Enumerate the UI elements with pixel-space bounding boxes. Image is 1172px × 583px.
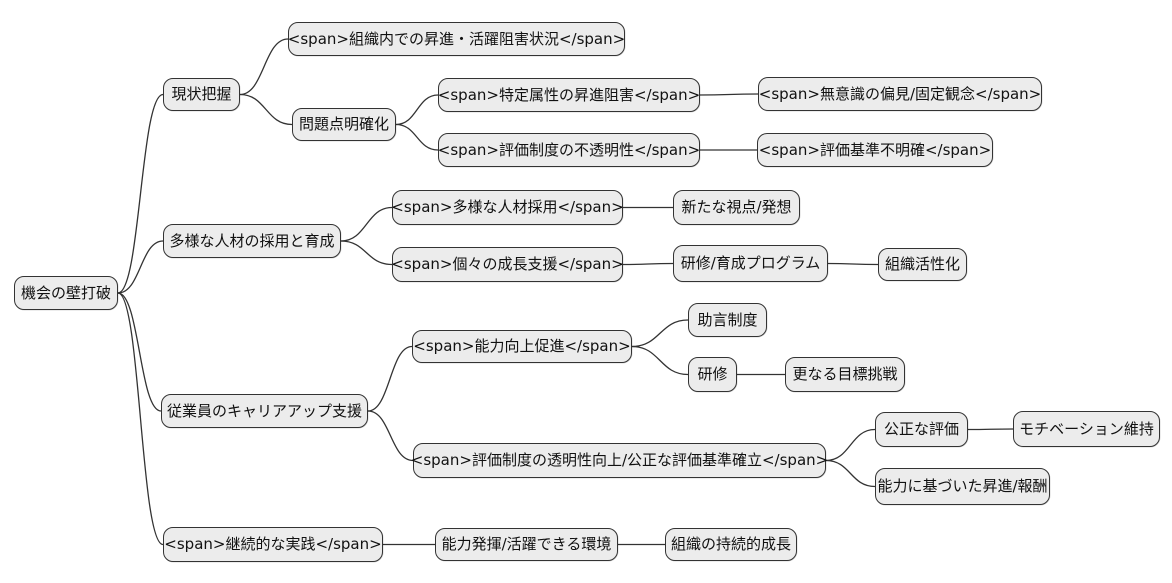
node-grasp: 現状把握 bbox=[163, 78, 240, 111]
node-motivation: モチベーション維持 bbox=[1013, 411, 1160, 447]
edge-root-to-diverse bbox=[117, 240, 164, 294]
node-env: 能力発揮/活躍できる環境 bbox=[435, 528, 618, 561]
node-career: 従業員のキャリアアップ支援 bbox=[161, 394, 368, 428]
node-ability: <span>能力向上促進</span> bbox=[412, 330, 632, 363]
edge-clarify-to-attr bbox=[395, 94, 439, 126]
edge-root-to-grasp bbox=[117, 93, 164, 294]
edge-fair-to-motivation bbox=[967, 428, 1014, 431]
node-program: 研修/育成プログラム bbox=[673, 245, 828, 282]
node-transparent: <span>評価制度の透明性向上/公正な評価基準確立</span> bbox=[411, 443, 828, 478]
node-unclear: <span>評価基準不明確</span> bbox=[757, 133, 993, 167]
edge-diverse-to-hire bbox=[340, 206, 393, 242]
edge-career-to-transparent bbox=[367, 410, 414, 462]
node-vitalize: 組織活性化 bbox=[878, 248, 967, 281]
node-training: 研修 bbox=[688, 357, 737, 392]
node-practice: <span>継続的な実践</span> bbox=[163, 527, 383, 562]
edge-attr-to-bias bbox=[699, 93, 759, 96]
edge-ability-to-training bbox=[631, 345, 689, 376]
node-challenge: 更なる目標挑戦 bbox=[785, 357, 905, 392]
node-growth: <span>個々の成長支援</span> bbox=[391, 247, 624, 282]
edge-clarify-to-opaque bbox=[395, 123, 439, 151]
node-merit: 能力に基づいた昇進/報酬 bbox=[875, 468, 1050, 505]
node-advice: 助言制度 bbox=[688, 303, 767, 337]
node-attr: <span>特定属性の昇進阻害</span> bbox=[438, 78, 700, 112]
node-clarify: 問題点明確化 bbox=[292, 108, 396, 141]
node-perspective: 新たな視点/発想 bbox=[673, 190, 800, 225]
node-sustain: 組織の持続的成長 bbox=[665, 528, 797, 561]
node-hire: <span>多様な人材採用</span> bbox=[391, 190, 624, 225]
edge-growth-to-program bbox=[622, 262, 674, 266]
node-opaque: <span>評価制度の不透明性</span> bbox=[438, 133, 700, 167]
edge-transparent-to-merit bbox=[825, 459, 876, 488]
node-bias: <span>無意識の偏見/固定観念</span> bbox=[758, 77, 1042, 111]
edge-diverse-to-growth bbox=[340, 240, 393, 266]
edge-transparent-to-fair bbox=[825, 428, 876, 462]
edge-program-to-vitalize bbox=[827, 262, 879, 266]
edge-grasp-to-obstruct bbox=[239, 38, 289, 96]
node-diverse: 多様な人材の採用と育成 bbox=[163, 224, 341, 258]
edge-grasp-to-clarify bbox=[239, 93, 293, 126]
edge-root-to-career bbox=[117, 292, 162, 412]
node-root: 機会の壁打破 bbox=[14, 276, 118, 310]
edge-ability-to-advice bbox=[631, 319, 689, 348]
edge-career-to-ability bbox=[367, 345, 413, 412]
node-fair: 公正な評価 bbox=[875, 412, 968, 447]
node-obstruct: <span>組織内での昇進・活躍阻害状況</span> bbox=[288, 22, 625, 56]
edge-root-to-practice bbox=[117, 292, 164, 546]
